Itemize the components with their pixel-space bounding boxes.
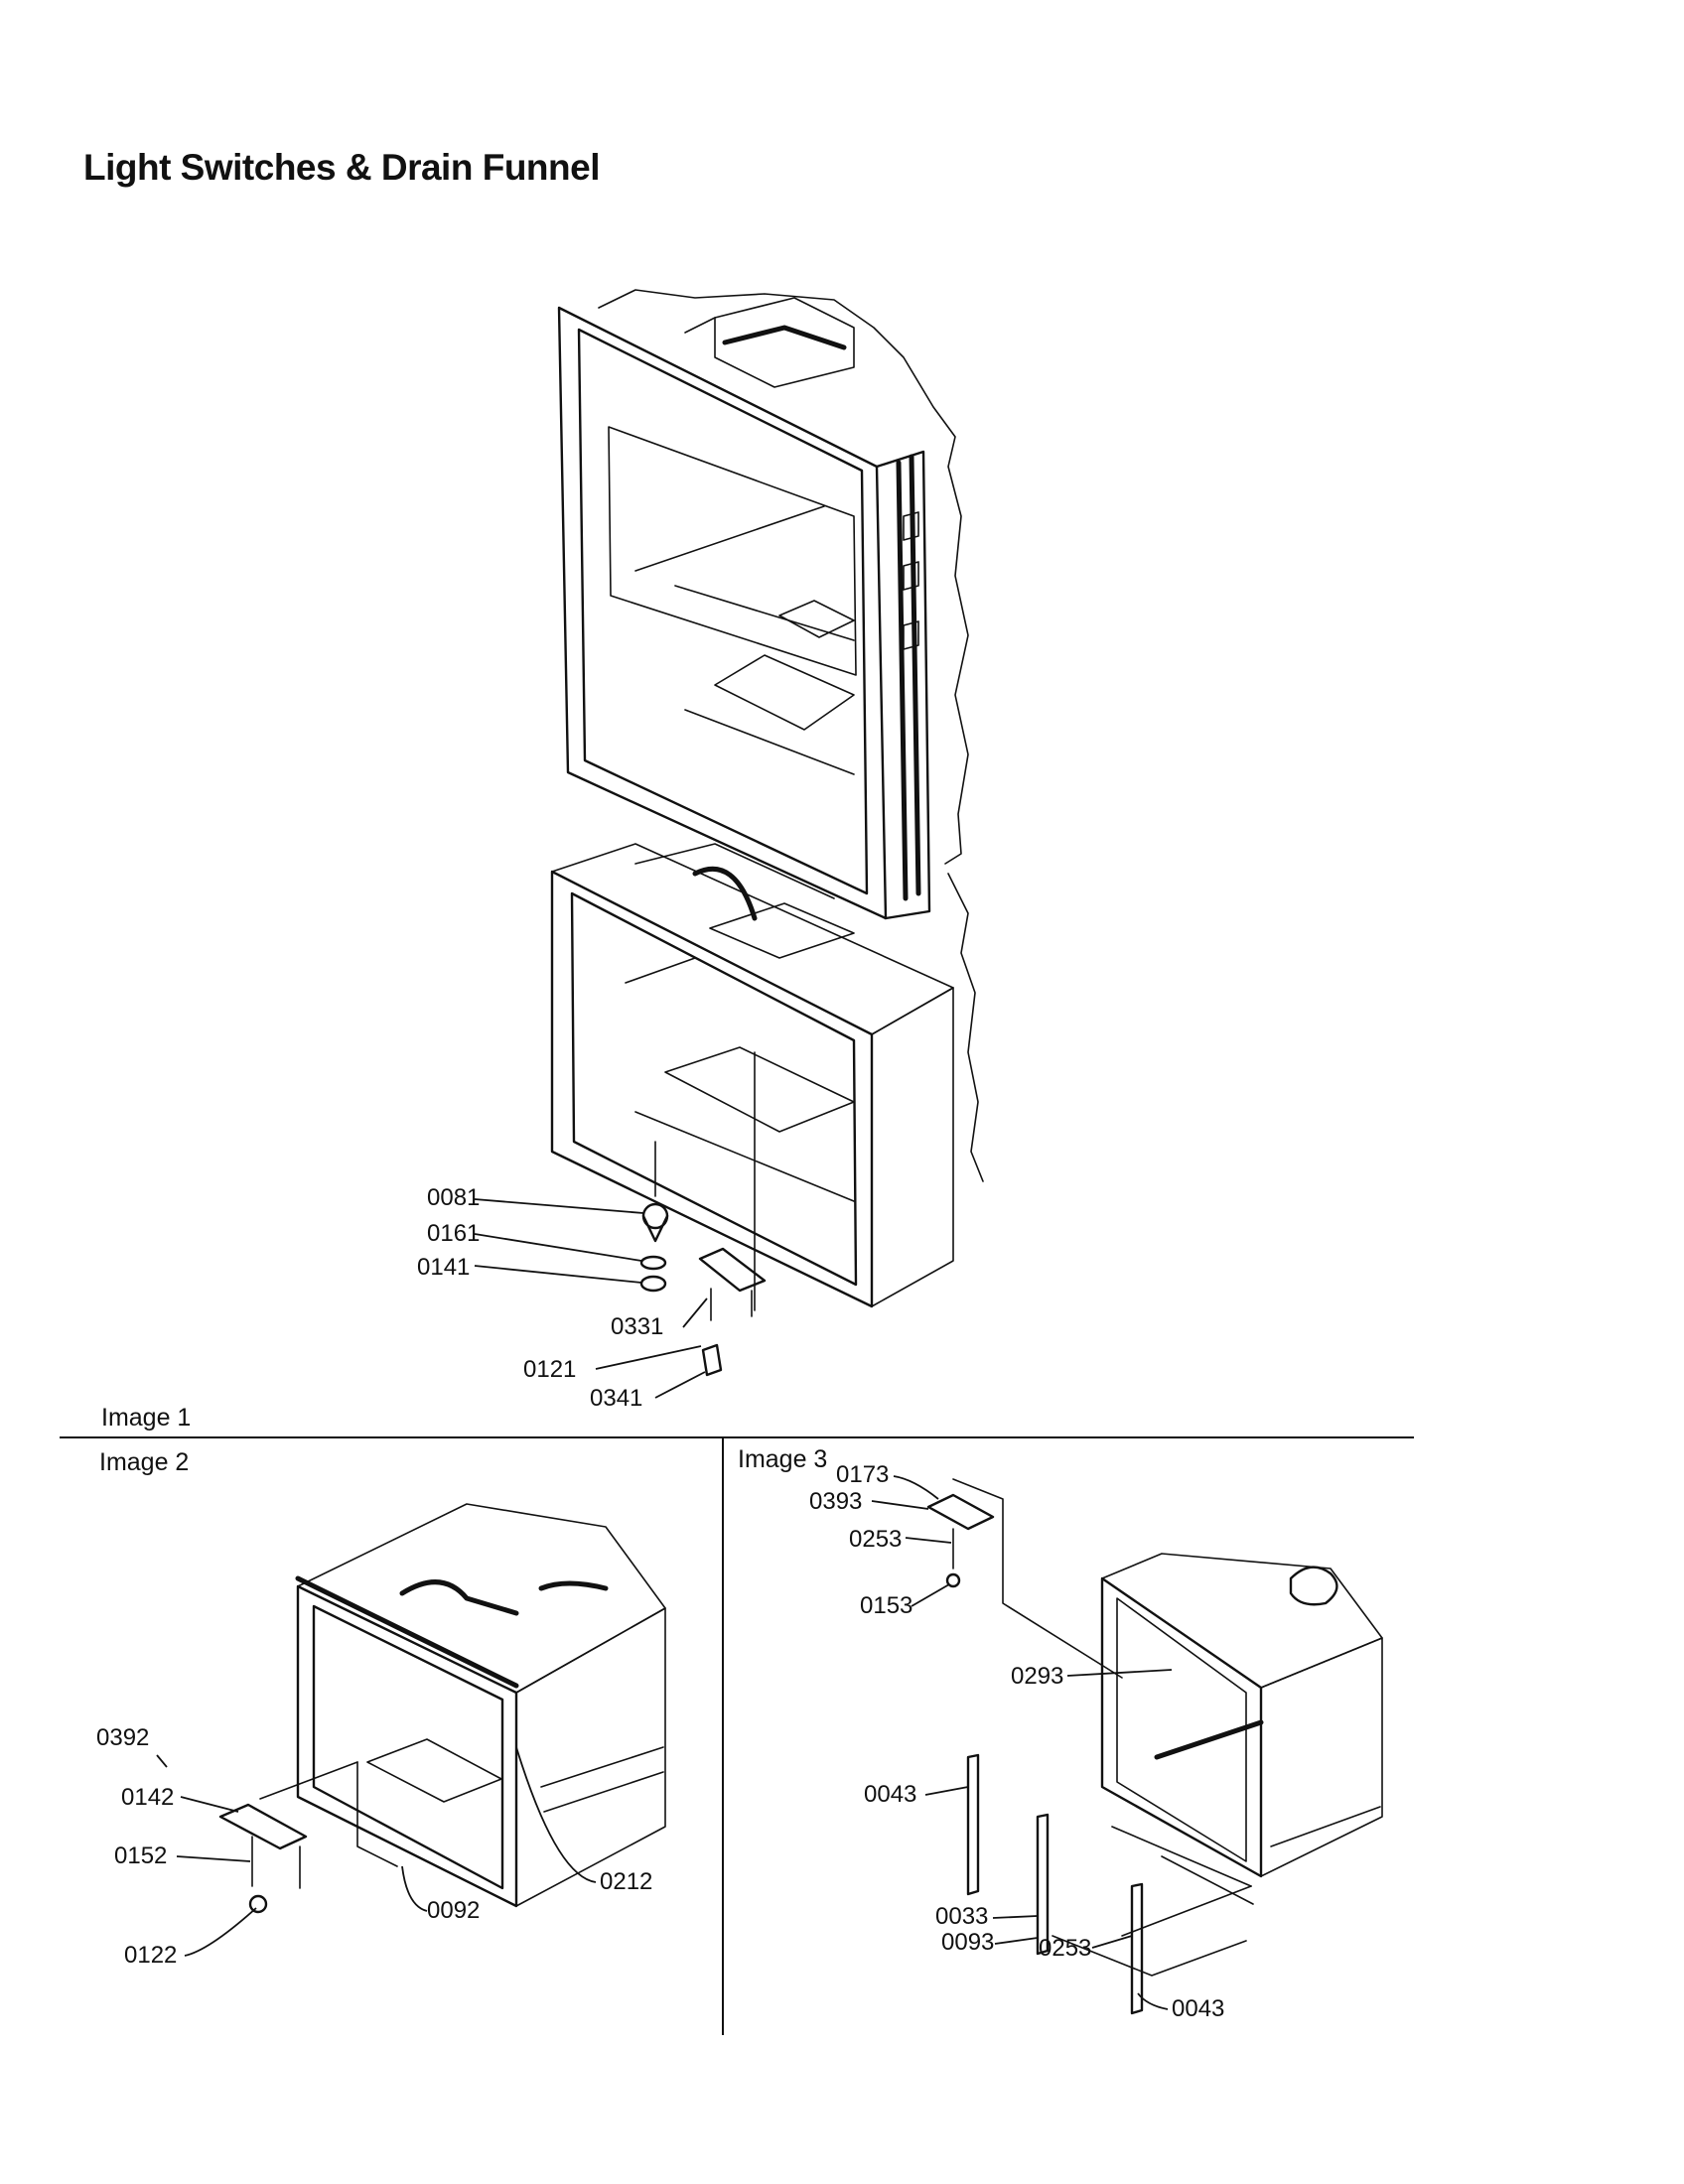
part-label: 0081 <box>427 1184 480 1211</box>
image1-leaders <box>474 1198 708 1399</box>
caption-image-1: Image 1 <box>101 1404 191 1432</box>
upper-liner-drawing <box>557 289 969 920</box>
lower-liner-drawing <box>550 843 984 1311</box>
part-label: 0092 <box>427 1897 480 1924</box>
part-label: 0093 <box>941 1929 994 1956</box>
part-label: 0141 <box>417 1254 470 1281</box>
part-label: 0142 <box>121 1784 174 1811</box>
part-label: 0293 <box>1011 1663 1063 1690</box>
part-label: 0341 <box>590 1385 642 1412</box>
caption-image-3: Image 3 <box>738 1445 827 1473</box>
image3-leaders <box>871 1475 1173 2010</box>
part-label: 0153 <box>860 1592 912 1619</box>
image3-liner-drawing <box>926 1478 1383 2015</box>
part-label: 0043 <box>864 1781 916 1808</box>
part-label: 0173 <box>836 1461 889 1488</box>
image2-liner-drawing <box>218 1503 666 1914</box>
part-label: 0393 <box>809 1488 862 1515</box>
part-label: 0253 <box>849 1526 902 1553</box>
part-label: 0253 <box>1039 1935 1091 1962</box>
drain-funnel-parts <box>639 1202 767 1377</box>
part-label: 0152 <box>114 1843 167 1869</box>
part-label: 0161 <box>427 1220 480 1247</box>
image2-leaders <box>156 1746 597 1957</box>
part-label: 0033 <box>935 1903 988 1930</box>
part-label: 0122 <box>124 1942 177 1969</box>
part-label: 0331 <box>611 1313 663 1340</box>
part-label: 0392 <box>96 1724 149 1751</box>
part-label: 0121 <box>523 1356 576 1383</box>
part-label: 0043 <box>1172 1995 1224 2022</box>
caption-image-2: Image 2 <box>99 1448 189 1476</box>
part-label: 0212 <box>600 1868 652 1895</box>
page-title: Light Switches & Drain Funnel <box>83 147 600 188</box>
